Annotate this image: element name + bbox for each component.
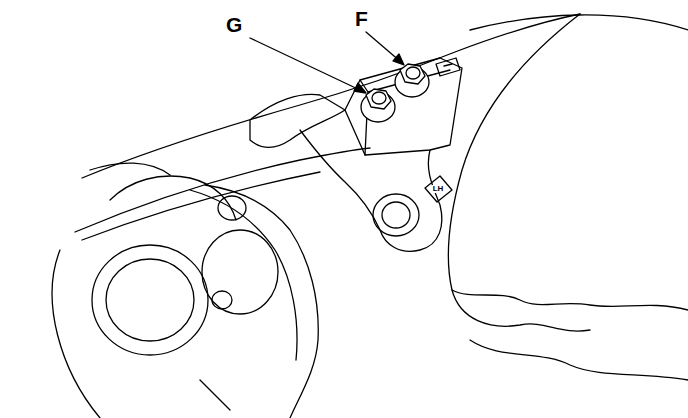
outline-line <box>52 250 100 418</box>
round-component <box>202 230 278 314</box>
outline-line <box>470 340 688 380</box>
round-component <box>106 259 194 341</box>
outline-line <box>200 380 230 410</box>
bolt-head <box>400 64 425 84</box>
callout-letter: G <box>226 14 242 35</box>
outline-line <box>448 14 688 310</box>
bolt-head <box>406 67 420 79</box>
leader-line <box>250 38 362 91</box>
outline-line <box>110 176 236 220</box>
round-boss <box>382 202 410 228</box>
outline-line <box>82 172 320 240</box>
stud-tab <box>436 58 460 76</box>
bracket-arm <box>250 94 345 147</box>
round-boss <box>373 194 419 236</box>
arrowhead <box>354 83 366 93</box>
bolt-head <box>372 92 386 104</box>
outline-line <box>452 290 590 331</box>
callout-letter: F <box>355 8 368 29</box>
arrowhead <box>393 54 404 65</box>
outline-line <box>90 163 170 175</box>
outline-line <box>205 185 318 418</box>
bolt-head <box>366 89 391 109</box>
lh-mark <box>425 176 452 202</box>
outline-line <box>470 15 688 30</box>
outline-line <box>75 148 370 232</box>
side-marking: LH <box>432 185 445 193</box>
round-component <box>92 245 208 355</box>
outline-line <box>190 190 297 360</box>
stud-tab <box>444 64 452 66</box>
mount-block <box>345 58 462 155</box>
round-component <box>212 291 232 309</box>
bracket-arm <box>300 130 442 251</box>
